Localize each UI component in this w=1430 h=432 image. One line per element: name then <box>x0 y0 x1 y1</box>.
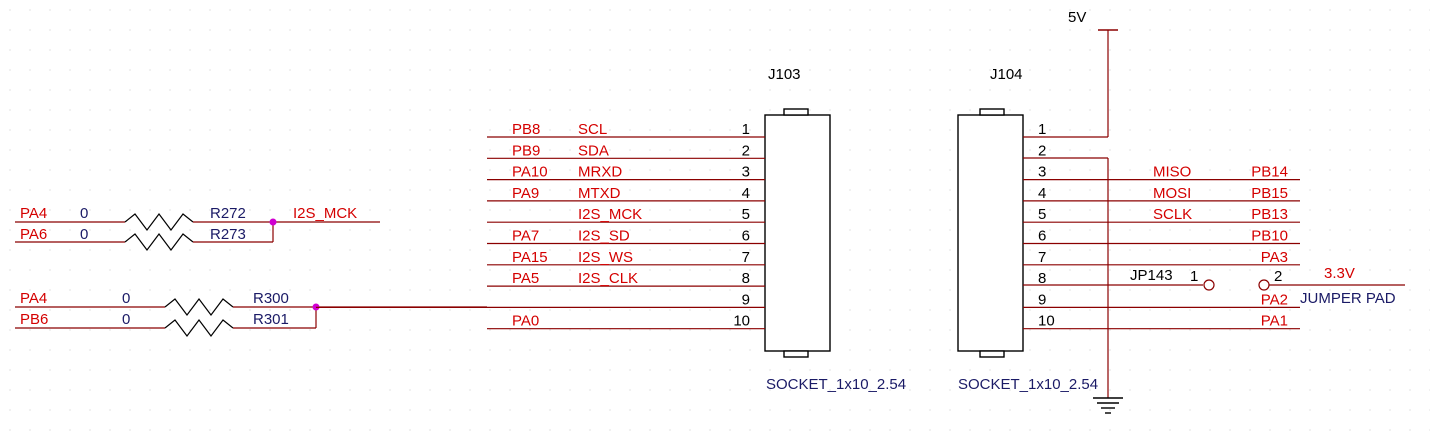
j104-pin-net: PA3 <box>1261 249 1288 266</box>
j104-pin-number: 4 <box>1038 185 1046 202</box>
jumper-jp143[interactable] <box>1023 279 1405 291</box>
r272-ref: R272 <box>210 205 246 222</box>
j103-pin-func: I2S_SD <box>578 228 630 245</box>
j103-pin-net: PA9 <box>512 185 539 202</box>
j104-pin-number: 10 <box>1038 313 1055 330</box>
j104-pin-func: MOSI <box>1153 185 1191 202</box>
v33-label: 3.3V <box>1324 265 1355 282</box>
j104-footprint: SOCKET_1x10_2.54 <box>958 376 1098 393</box>
jumper-ref: JP143 <box>1130 267 1173 284</box>
r301-net-label: PB6 <box>20 311 48 328</box>
j103-pin-func: I2S_WS <box>578 249 633 266</box>
j104-pin-net: PA2 <box>1261 291 1288 308</box>
j104-ref: J104 <box>990 66 1023 83</box>
jumper-label: JUMPER PAD <box>1300 290 1396 307</box>
junction-dot-mck <box>269 218 277 226</box>
j103-pin-func: MTXD <box>578 185 621 202</box>
j104-pin-number: 7 <box>1038 249 1046 266</box>
vcc-5v-label: 5V <box>1068 9 1086 26</box>
j104-pin-net: PB13 <box>1251 206 1288 223</box>
j103-pin-net: PA7 <box>512 228 539 245</box>
j103-pin-net: PB9 <box>512 142 540 159</box>
j103-pin-func: SDA <box>578 142 609 159</box>
j103-bottom-key <box>783 350 809 358</box>
j103-top-key <box>783 108 809 116</box>
j103-pin-func: I2S_CLK <box>578 270 638 287</box>
j104-pin-number: 5 <box>1038 206 1046 223</box>
j103-pin-func: I2S_MCK <box>578 206 642 223</box>
r273-value: 0 <box>80 226 88 243</box>
j104-body <box>957 114 1024 352</box>
j104-pin-number: 8 <box>1038 270 1046 287</box>
i2s-mck-net-label: I2S_MCK <box>293 205 357 222</box>
connector-j104[interactable] <box>957 108 1024 358</box>
r273-net-label: PA6 <box>20 226 47 243</box>
j103-pin-number: 7 <box>742 249 750 266</box>
j104-pin-net: PA1 <box>1261 313 1288 330</box>
r300-net-label: PA4 <box>20 290 47 307</box>
j103-pin-net: PA5 <box>512 270 539 287</box>
j104-pin-number: 2 <box>1038 142 1046 159</box>
j103-pin-list: 1 PB8 SCL 2 PB9 SDA 3 PA10 MRXD 4 PA9 MTXD 5 I2S_MCK 6… <box>316 121 765 330</box>
r301-ref: R301 <box>253 311 289 328</box>
j104-pin-number: 6 <box>1038 228 1046 245</box>
ground-icon <box>1093 397 1123 414</box>
j104-pin-net: PB10 <box>1251 228 1288 245</box>
jumper-pin2: 2 <box>1274 268 1282 285</box>
j103-pin-net: PA10 <box>512 164 548 181</box>
r300-ref: R300 <box>253 290 289 307</box>
j104-pin-func: MISO <box>1153 164 1191 181</box>
j104-pin-func: SCLK <box>1153 206 1192 223</box>
jumper-pin1: 1 <box>1190 268 1198 285</box>
j104-top-key <box>979 108 1005 116</box>
j103-pin-number: 4 <box>742 185 750 202</box>
j103-pin-number: 5 <box>742 206 750 223</box>
j104-bottom-key <box>979 350 1005 358</box>
j104-pin-net: PB15 <box>1251 185 1288 202</box>
j103-pin-net: PB8 <box>512 121 540 138</box>
connector-j103[interactable] <box>764 108 831 358</box>
j104-pin-net: PB14 <box>1251 164 1288 181</box>
r301-value: 0 <box>122 311 130 328</box>
r273-ref: R273 <box>210 226 246 243</box>
resistor-pair-mck[interactable] <box>15 213 380 251</box>
j104-pin-list: 1 2 3 PB14 MISO 4 PB15 MOSI 5 PB13 SCLK 6 PB10 7 PA3 8 9… <box>1023 121 1300 330</box>
j103-pin-number: 2 <box>742 142 750 159</box>
j103-ref: J103 <box>768 66 801 83</box>
j103-pin-number: 3 <box>742 164 750 181</box>
j103-pin-number: 1 <box>742 121 750 138</box>
j103-pin-func: SCL <box>578 121 607 138</box>
j103-pin-number: 6 <box>742 228 750 245</box>
j103-pin-net: PA15 <box>512 249 548 266</box>
j104-pin-number: 3 <box>1038 164 1046 181</box>
r300-value: 0 <box>122 290 130 307</box>
jumper-pad-1 <box>1203 279 1215 291</box>
j103-body <box>764 114 831 352</box>
j103-pin-number: 9 <box>742 291 750 308</box>
j103-pin-net: PA0 <box>512 313 539 330</box>
r272-net-label: PA4 <box>20 205 47 222</box>
j103-pin-func: MRXD <box>578 164 622 181</box>
j103-footprint: SOCKET_1x10_2.54 <box>766 376 906 393</box>
j103-pin-number: 10 <box>733 313 750 330</box>
j103-pin-number: 8 <box>742 270 750 287</box>
r272-value: 0 <box>80 205 88 222</box>
j104-pin-number: 9 <box>1038 291 1046 308</box>
jumper-pad-2 <box>1258 279 1270 291</box>
j104-pin-number: 1 <box>1038 121 1046 138</box>
power-rail <box>1023 29 1118 398</box>
